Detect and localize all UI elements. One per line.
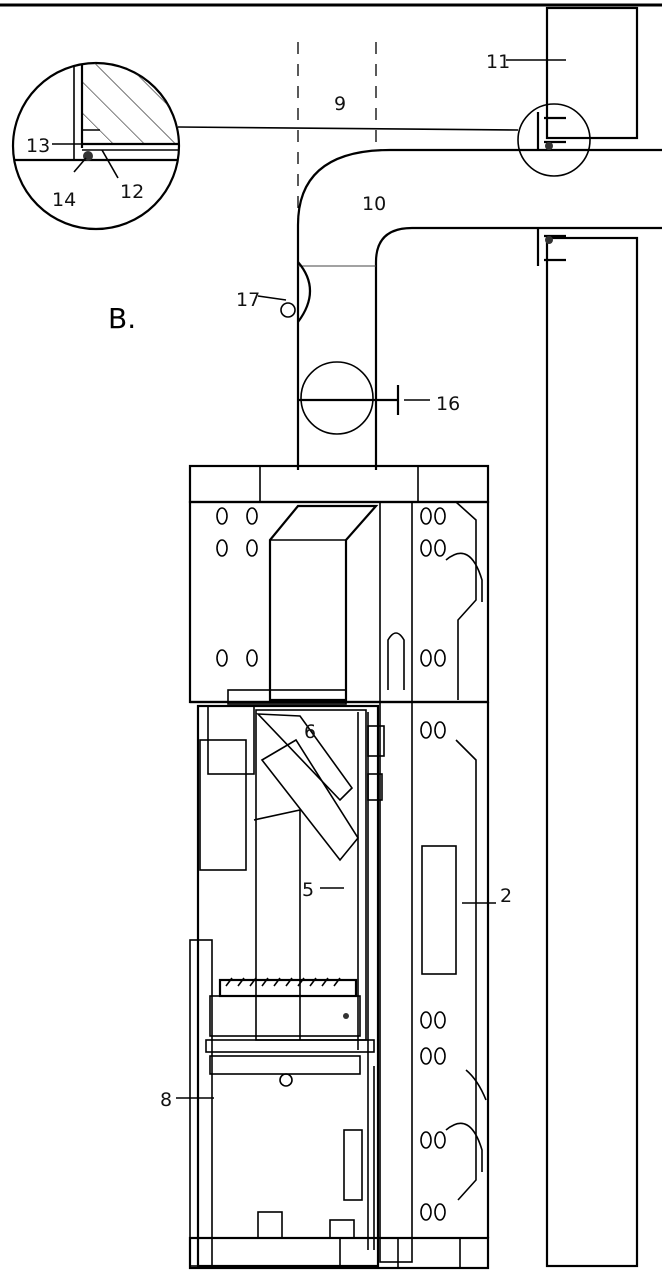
flue-damper [298,361,400,435]
leader-lines [52,59,566,1099]
callout-13: 13 [26,135,50,157]
callout-16: 16 [436,393,460,415]
callout-2: 2 [500,885,512,907]
flue-pipe [296,148,662,470]
callout-11: 11 [486,51,510,73]
callout-10: 10 [362,193,386,215]
wall-collar [536,112,566,266]
detail-marker-circle [517,103,591,177]
callout-14: 14 [52,189,76,211]
callout-8: 8 [160,1089,172,1111]
detail-leader [177,126,519,131]
callout-17: 17 [236,289,260,311]
stove-body [188,464,490,1270]
callout-6: 6 [304,721,316,743]
wall [545,6,639,1268]
callout-9: 9 [334,93,346,115]
callout-5: 5 [302,879,314,901]
callout-12: 12 [120,181,144,203]
inspection-hatch [280,261,311,323]
view-label: B. [108,302,136,335]
